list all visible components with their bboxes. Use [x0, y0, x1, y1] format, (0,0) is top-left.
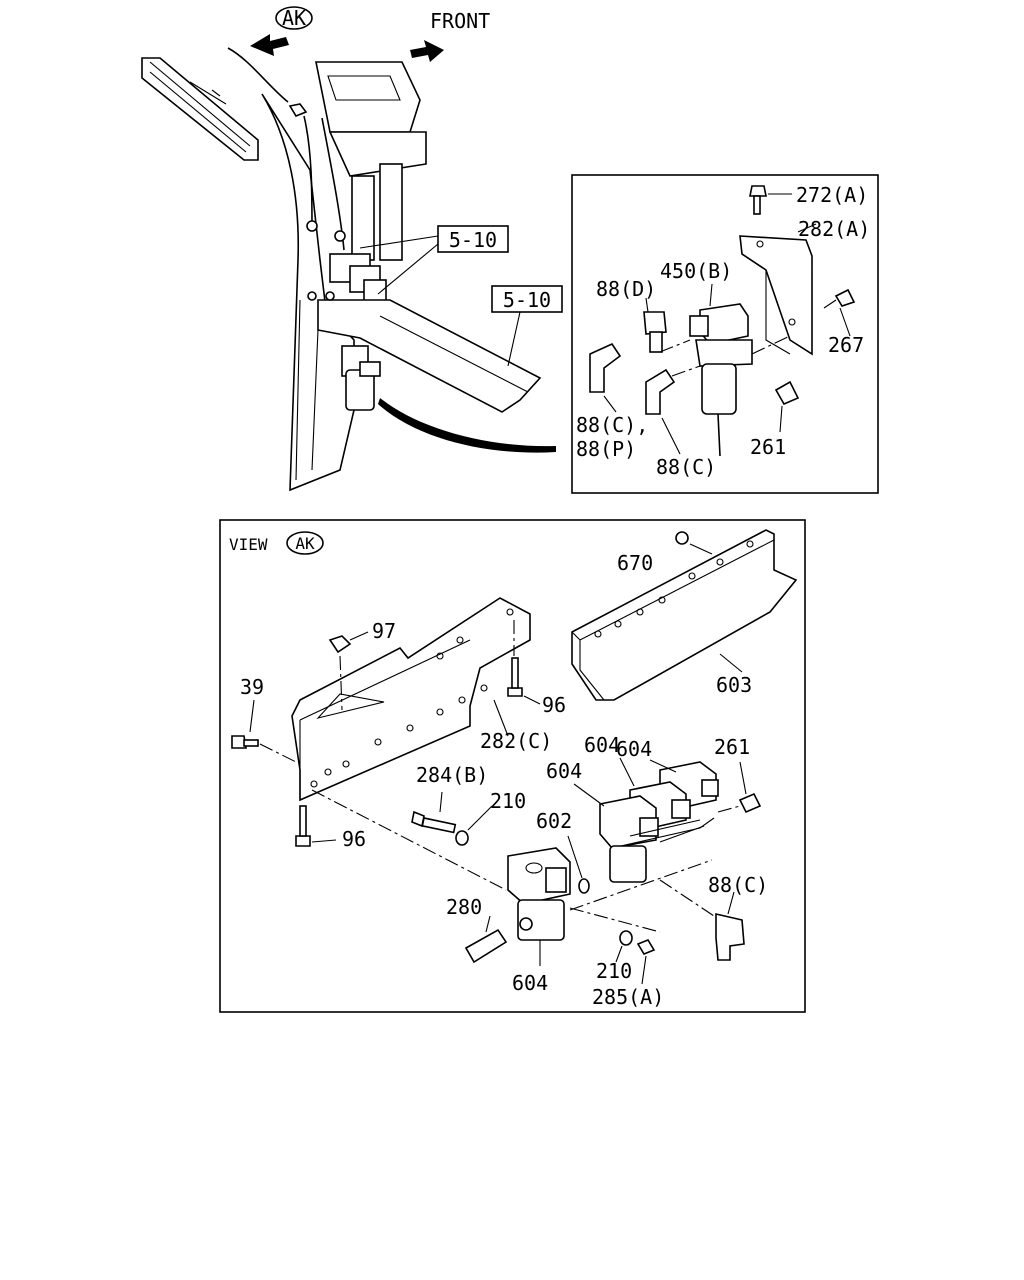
label-272a: 272(A) [796, 183, 868, 207]
view-title-prefix: VIEW [229, 535, 268, 554]
bolt-267-icon [834, 288, 856, 307]
label-604-top: 604 [616, 737, 652, 761]
label-261: 261 [750, 435, 786, 459]
label-39: 39 [240, 675, 264, 699]
label-88c-view: 88(C) [708, 873, 768, 897]
label-267: 267 [828, 333, 864, 357]
fitting-280-icon [464, 928, 508, 964]
view-marker-oval [275, 6, 313, 30]
cable [303, 115, 313, 231]
nut-670-icon [675, 531, 689, 545]
label-97: 97 [372, 619, 396, 643]
callout-label-1: 5-10 [449, 228, 497, 252]
elbow-88c-view-icon [715, 912, 745, 961]
washer-210-lower-icon [619, 930, 633, 946]
detail-pointer-arrow [378, 398, 556, 453]
label-282c: 282(C) [480, 729, 552, 753]
label-450b: 450(B) [660, 259, 732, 283]
elbow-88c-mid-icon [645, 368, 676, 415]
label-210-lower: 210 [596, 959, 632, 983]
label-604-mid: 604 [584, 733, 620, 757]
label-604-low: 604 [546, 759, 582, 783]
nut-285a-icon [636, 939, 656, 955]
label-96-lower: 96 [342, 827, 366, 851]
o-ring-602-icon [578, 878, 590, 894]
view-ak-box: VIEW AK [219, 519, 806, 1013]
mount-top [315, 61, 421, 133]
label-282a: 282(A) [798, 217, 870, 241]
plug-261-view-icon [738, 792, 762, 814]
bolt-39-icon [231, 735, 247, 749]
front-label: FRONT [430, 9, 490, 33]
label-210-upper: 210 [490, 789, 526, 813]
elbow-88c-left-icon [589, 342, 622, 393]
view-title-marker-oval [286, 531, 324, 555]
bracket-603 [571, 529, 798, 701]
label-88c-88p-top: 88(C), [576, 413, 648, 437]
label-285a: 285(A) [592, 985, 664, 1009]
label-603: 603 [716, 673, 752, 697]
bolt-272a-icon [749, 185, 767, 197]
label-88c: 88(C) [656, 455, 716, 479]
valve-canister [701, 363, 737, 415]
label-604-front: 604 [512, 971, 548, 995]
callout-box-2 [491, 285, 563, 313]
label-88d: 88(D) [596, 277, 656, 301]
label-261-view: 261 [714, 735, 750, 759]
rear-arrow-icon [250, 34, 289, 56]
callout-label-2: 5-10 [503, 288, 551, 312]
frame-rail [141, 57, 259, 161]
label-280: 280 [446, 895, 482, 919]
detail-box: 272(A) 282(A) 450(B) 88(D) 267 88(C), 88… [571, 174, 879, 494]
view-marker-text: AK [282, 6, 306, 30]
bracket-282a [739, 235, 813, 356]
washer-210-upper-icon [455, 830, 469, 846]
bracket-282c [291, 597, 531, 802]
callout-box-1 [437, 225, 509, 253]
label-284b: 284(B) [416, 763, 488, 787]
cab-rear-panel [261, 93, 355, 492]
plug-261-icon [774, 380, 800, 406]
front-arrow-icon [410, 40, 444, 62]
bolt-96-upper-icon [507, 687, 523, 697]
label-96-upper: 96 [542, 693, 566, 717]
view-title-marker: AK [295, 534, 315, 553]
nut-97-icon [328, 635, 352, 654]
label-602: 602 [536, 809, 572, 833]
top-overview-illustration: AK FRONT [141, 6, 563, 492]
label-88p: 88(P) [576, 437, 636, 461]
label-670: 670 [617, 551, 653, 575]
detail-frame [571, 174, 879, 494]
view-frame [219, 519, 806, 1013]
valve-group-604 [599, 761, 719, 883]
pipe-column [379, 163, 403, 261]
fitting-88d-icon [643, 311, 667, 335]
bolt-96-lower-icon [295, 835, 311, 847]
